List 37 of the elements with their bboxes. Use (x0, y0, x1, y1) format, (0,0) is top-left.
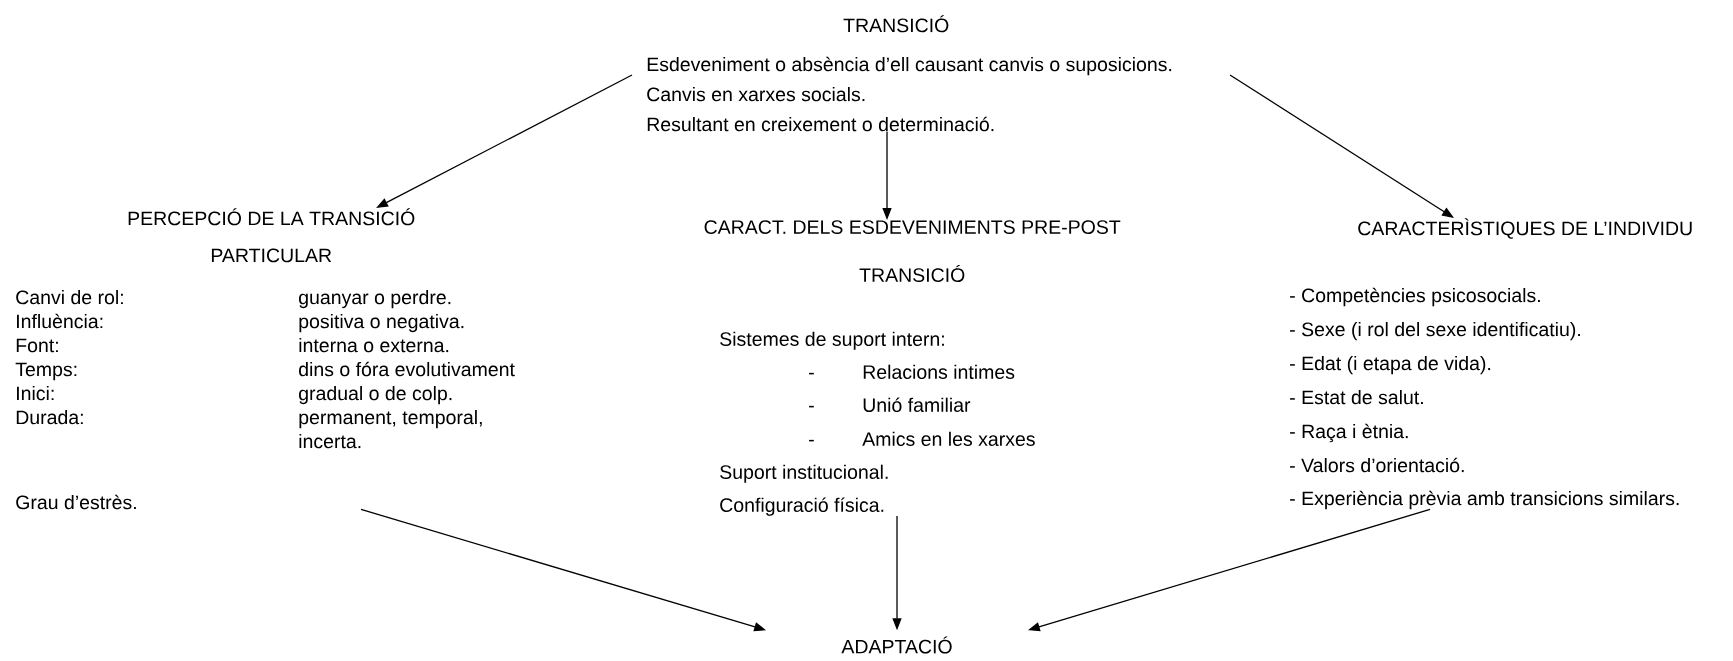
text-line: - Edat (i etapa de vida). (1290, 355, 1491, 375)
list-value: gradual o de colp. (299, 385, 452, 405)
list-value: permanent, temporal, incerta. (299, 409, 482, 449)
list-label: Temps: (15, 362, 77, 381)
list-item: Unió familiar (863, 397, 971, 412)
text-line: - Valors d’orientació. (1290, 457, 1464, 473)
text-line: Suport institucional. (720, 464, 888, 483)
list-label: Canvi de rol: (16, 289, 123, 305)
list-item: Relacions intimes (863, 364, 1015, 379)
list-value: interna o externa. (299, 337, 449, 353)
text-line: Canvis en xarxes socials. (647, 87, 865, 102)
heading: CARACTERÌSTIQUES DE L’INDIVIDU (1358, 218, 1692, 239)
arrow (1229, 74, 1454, 218)
text-line: - Experiència prèvia amb transicions similars. (1290, 490, 1679, 510)
heading: TRANSICIÓ (843, 15, 949, 33)
list-label: Durada: (16, 409, 83, 425)
list-label: Inici: (17, 385, 54, 401)
list-value: dins o fóra evolutivament (299, 361, 515, 377)
list-value: guanyar o perdre. (299, 289, 451, 309)
text-line: Grau d’estrès. (16, 494, 136, 510)
text-line: - Competències psicosocials. (1290, 287, 1540, 307)
list-dash: - (809, 372, 814, 375)
list-label: Influència: (17, 313, 103, 329)
text-line: - Sexe (i rol del sexe identificatiu). (1290, 321, 1580, 341)
list-label: Font: (16, 338, 58, 353)
list-value: positiva o negativa. (299, 313, 464, 333)
heading: ADAPTACIÓ (841, 636, 952, 654)
list-dash: - (809, 439, 814, 442)
text-line: Resultant en creixement o determinació. (647, 116, 994, 132)
text-line: - Estat de salut. (1290, 389, 1423, 405)
text-line: Configuració física. (720, 497, 884, 516)
text-line: Esdeveniment o absència d’ell causant canvis o suposicions. (647, 56, 1172, 76)
list-dash: - (809, 405, 814, 408)
list-item: Amics en les xarxes (862, 431, 1035, 446)
text-line: Sistemes de suport intern: (720, 331, 944, 350)
text-line: - Raça i ètnia. (1290, 423, 1408, 443)
heading: CARACT. DELS ESDEVENIMENTS PRE-POST TRANSICIÓ (704, 220, 1121, 282)
